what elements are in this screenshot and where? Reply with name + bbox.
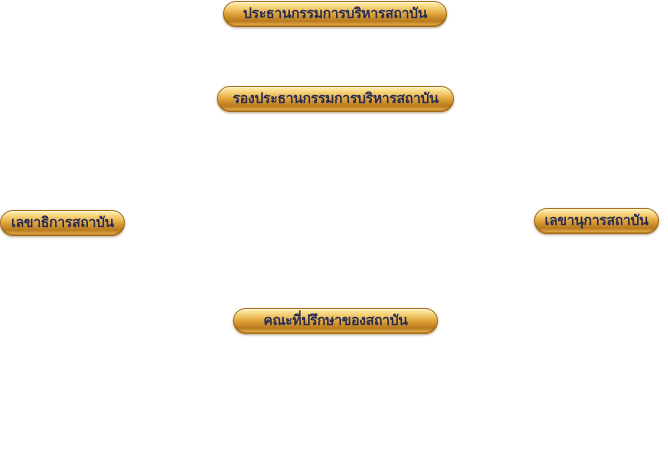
secretary-general-node: เลขาธิการสถาบัน xyxy=(0,210,125,236)
secretary-node: เลขานุการสถาบัน xyxy=(534,208,659,234)
chairman-label: ประธานกรรมการบริหารสถาบัน xyxy=(243,6,427,22)
chairman-node: ประธานกรรมการบริหารสถาบัน xyxy=(223,1,447,27)
secretary-general-label: เลขาธิการสถาบัน xyxy=(11,215,114,231)
vice-chairman-node: รองประธานกรรมการบริหารสถาบัน xyxy=(217,86,454,112)
advisory-board-label: คณะที่ปรึกษาของสถาบัน xyxy=(263,313,408,329)
vice-chairman-label: รองประธานกรรมการบริหารสถาบัน xyxy=(232,91,439,107)
advisory-board-node: คณะที่ปรึกษาของสถาบัน xyxy=(233,308,438,334)
secretary-label: เลขานุการสถาบัน xyxy=(544,213,649,229)
